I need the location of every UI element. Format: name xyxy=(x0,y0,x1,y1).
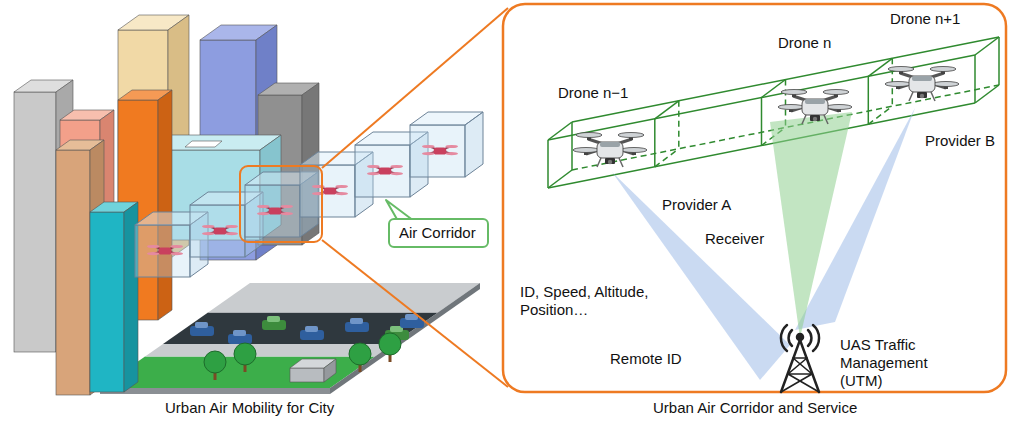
tree xyxy=(379,333,401,355)
corridor-tube xyxy=(868,76,870,124)
corridor-tube xyxy=(655,101,679,119)
car xyxy=(305,326,318,332)
tree xyxy=(349,343,371,365)
utm-label: UAS Traffic Management (UTM) xyxy=(840,336,950,390)
corridor-tube xyxy=(548,122,572,140)
corridor-tube xyxy=(571,122,573,170)
zoom-marker xyxy=(240,8,508,387)
corridor-tube xyxy=(548,37,999,188)
corridor-tube xyxy=(974,55,976,103)
car xyxy=(195,322,208,328)
drone-label: Drone n−1 xyxy=(558,84,628,102)
corridor-cube xyxy=(300,165,355,217)
utm-tower xyxy=(781,340,819,392)
city-drone xyxy=(422,145,458,155)
remote-id-label: Remote ID xyxy=(610,350,682,368)
city-building xyxy=(324,359,336,382)
city-building xyxy=(14,15,336,395)
drone-label: Drone n+1 xyxy=(890,10,960,28)
city-building xyxy=(14,92,56,352)
corridor-cube xyxy=(355,145,410,197)
provider-label: Provider A xyxy=(662,196,731,214)
corridor-tube xyxy=(868,58,892,76)
city-drone xyxy=(257,205,293,215)
zoom-marker xyxy=(240,166,322,242)
corridor-cube xyxy=(410,125,465,177)
corridor-tube xyxy=(868,106,892,124)
panel-caption: Urban Air Mobility for City xyxy=(165,399,334,417)
utm-tower xyxy=(781,358,819,392)
car xyxy=(350,318,363,324)
utm-tower xyxy=(808,330,811,346)
drone-icon xyxy=(573,67,959,168)
city-ground xyxy=(330,283,480,394)
tree xyxy=(234,343,256,365)
city-drone xyxy=(147,245,183,255)
node-text: Air Corridor xyxy=(399,224,478,242)
corridor-cube xyxy=(135,112,483,277)
city-ground xyxy=(100,388,330,394)
utm-tower xyxy=(781,325,787,351)
drone-icon xyxy=(573,133,647,168)
tree xyxy=(204,351,226,373)
corridor-tube xyxy=(678,101,680,149)
car xyxy=(267,316,280,322)
drone-label: Drone n xyxy=(778,34,831,52)
corridor-cube xyxy=(465,112,483,177)
corridor-tube xyxy=(761,98,763,146)
receiver-label: Receiver xyxy=(705,230,764,248)
tree xyxy=(204,333,401,380)
car xyxy=(233,330,246,336)
utm-tower xyxy=(797,334,803,340)
corridor-tube xyxy=(654,119,656,167)
corridor-tube xyxy=(655,149,679,167)
city-drone xyxy=(312,185,348,195)
utm-tower xyxy=(789,330,792,346)
corridor-cube xyxy=(190,205,245,257)
corridor-cube xyxy=(135,225,190,277)
zoom-panel xyxy=(503,4,1006,392)
callout-box: Air Corridor xyxy=(388,218,489,248)
city-ground xyxy=(208,283,480,312)
corridor-cube xyxy=(245,185,300,237)
provider-label: Provider B xyxy=(925,132,995,150)
city-building xyxy=(185,141,222,147)
city-drone xyxy=(202,225,238,235)
corridor-tube xyxy=(547,140,549,188)
panel-caption: Urban Air Corridor and Service xyxy=(653,399,857,417)
corridor-tube xyxy=(548,170,572,188)
drone-icon xyxy=(885,67,959,102)
utm-tower xyxy=(813,325,819,351)
provider-beam xyxy=(612,172,790,380)
corridor-tube xyxy=(975,37,999,55)
telemetry-label: ID, Speed, Altitude, Position… xyxy=(520,283,685,319)
city-drone xyxy=(367,165,403,175)
city-building xyxy=(90,212,124,392)
city-building xyxy=(158,90,172,320)
drone-icon xyxy=(778,90,852,125)
city-building xyxy=(56,150,90,395)
corridor-tube xyxy=(998,37,1000,85)
city-building xyxy=(290,368,324,382)
utm-tower xyxy=(781,325,819,392)
zoom-marker xyxy=(322,8,508,168)
corridor-tube xyxy=(762,80,786,98)
receiver-beam xyxy=(770,112,852,338)
corridor-tube xyxy=(975,85,999,103)
zoom-marker xyxy=(322,240,508,387)
